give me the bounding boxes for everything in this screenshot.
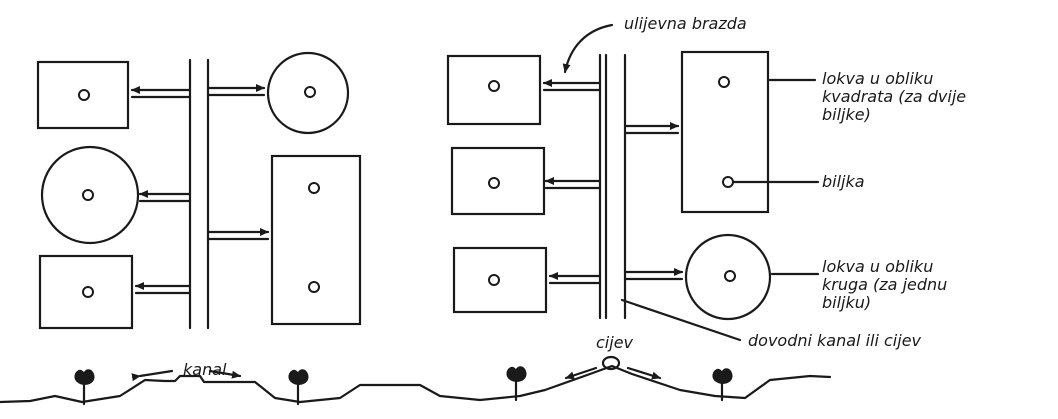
square-basin-label-line-2: kvadrata (za dvije <box>822 87 966 106</box>
plant-icon <box>506 366 527 402</box>
cross-flow-arrow <box>564 366 598 380</box>
inlet-furrow-leader <box>562 23 614 74</box>
right-layout <box>446 50 772 321</box>
left-rect-basin-large <box>270 154 362 326</box>
left-layout <box>36 51 362 330</box>
cross-flow-arrow <box>131 369 174 382</box>
supply-channel-leader <box>620 298 742 342</box>
channel-label: kanal <box>183 360 227 379</box>
ground-profile <box>0 364 832 404</box>
square-basin-label-line-3: biljke) <box>822 105 871 124</box>
circle-basin-label-line-3: biljku) <box>822 293 871 312</box>
cross-flow-arrow <box>626 366 662 380</box>
left-square-basin-bottom <box>38 254 134 330</box>
pipe-label: cijev <box>596 333 634 352</box>
left-plant-marker <box>82 286 94 298</box>
circle-basin-label-line-2: kruga (za jednu <box>822 275 947 294</box>
right-plant-marker <box>722 176 734 188</box>
right-rect-basin-large <box>680 50 770 214</box>
right-plant-marker <box>718 76 730 88</box>
right-plant-marker <box>724 270 736 282</box>
plant-label: biljka <box>822 172 865 191</box>
left-plant-marker <box>308 182 320 194</box>
circle-basin-label-line-1: lokva u obliku <box>822 257 933 276</box>
supply-channel-label: dovodni kanal ili cijev <box>748 331 922 350</box>
left-plant-marker <box>304 86 316 98</box>
right-plant-marker <box>488 80 500 92</box>
right-plant-marker <box>488 274 500 286</box>
right-plant-marker <box>488 177 500 189</box>
inlet-furrow-label: ulijevna brazda <box>624 14 747 33</box>
plant-icon <box>712 368 733 402</box>
pipe-icon <box>601 355 621 371</box>
plant-icon <box>288 369 309 406</box>
square-basin-label-line-1: lokva u obliku <box>822 69 933 88</box>
cross-flow-arrow <box>208 369 242 379</box>
left-plant-marker <box>82 189 94 201</box>
cross-section: kanal cijev <box>0 333 832 406</box>
plant-icon <box>74 369 95 406</box>
left-plant-marker <box>308 281 320 293</box>
left-plant-marker <box>78 89 90 101</box>
